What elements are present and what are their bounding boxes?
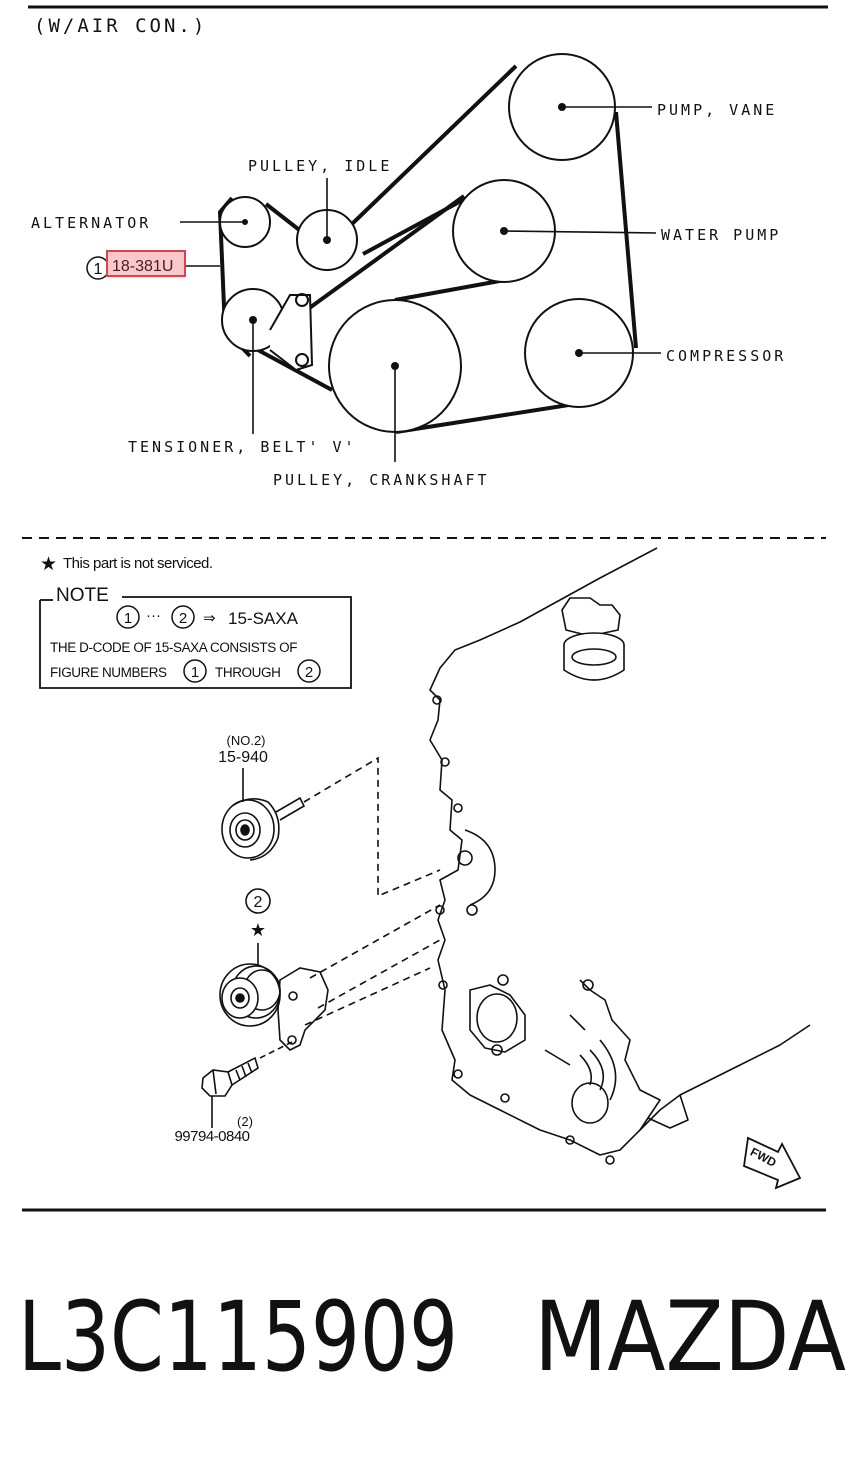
callout-code: 18-381U (112, 258, 173, 275)
note-line3-from: 1 (191, 664, 199, 681)
label-tensioner: TENSIONER, BELT' V' (128, 438, 357, 456)
idle-pulley-qty: (NO.2) (227, 733, 266, 748)
label-pulley-idle: PULLEY, IDLE (248, 157, 392, 175)
note-title: NOTE (56, 585, 109, 606)
label-compressor: COMPRESSOR (666, 347, 786, 365)
tensioner-bolt-upper (295, 293, 309, 307)
star-note: ★ This part is not serviced. (40, 554, 213, 575)
star-note-text: This part is not serviced. (63, 555, 213, 572)
note-line3-mid: THROUGH (215, 665, 280, 680)
tensioner-star-icon: ★ (250, 920, 266, 940)
tensioner-part: 2 ★ (219, 888, 441, 1059)
leader-lines (180, 106, 661, 462)
note-arrow: ⇒ (203, 610, 216, 627)
bolt-part (201, 1056, 259, 1128)
tensioner-bracket (269, 294, 314, 372)
label-water-pump: WATER PUMP (661, 226, 781, 244)
label-alternator: ALTERNATOR (31, 214, 151, 232)
callout-18-381u[interactable]: 1 18-381U (86, 250, 186, 280)
footer-part-number: L3C115909 (18, 1281, 458, 1393)
callout-highlight (106, 250, 186, 277)
bolt-code: 99794-0840 (174, 1128, 249, 1145)
note-line3-prefix: FIGURE NUMBERS (50, 665, 167, 680)
label-crankshaft: PULLEY, CRANKSHAFT (273, 471, 490, 489)
callout-number: 1 (94, 261, 103, 278)
bolt-qty: (2) (237, 1114, 253, 1129)
label-pump-vane: PUMP, VANE (657, 101, 777, 119)
note-range-to: 2 (179, 610, 187, 627)
note-box: NOTE 1 ··· 2 ⇒ 15-SAXA THE D-CODE OF 15-… (39, 585, 352, 689)
fwd-arrow-icon: FWD (743, 1136, 802, 1190)
tensioner-bolt-lower (295, 353, 309, 367)
tensioner-number: 2 (254, 894, 263, 911)
note-range-from: 1 (124, 610, 132, 627)
belt-diagram (180, 53, 661, 462)
star-icon: ★ (40, 554, 57, 575)
note-line3-to: 2 (305, 664, 313, 681)
diagram-header: (W/AIR CON.) (34, 15, 207, 37)
footer-brand: MAZDA (534, 1281, 846, 1393)
belt-wp-crank (394, 278, 506, 302)
note-line2: THE D-CODE OF 15-SAXA CONSISTS OF (50, 640, 297, 655)
note-range-code: 15-SAXA (228, 609, 299, 628)
timing-cover (429, 547, 811, 1165)
idle-pulley-part (221, 756, 441, 898)
idle-pulley-code: 15-940 (218, 749, 268, 766)
note-range-sep: ··· (146, 607, 161, 624)
